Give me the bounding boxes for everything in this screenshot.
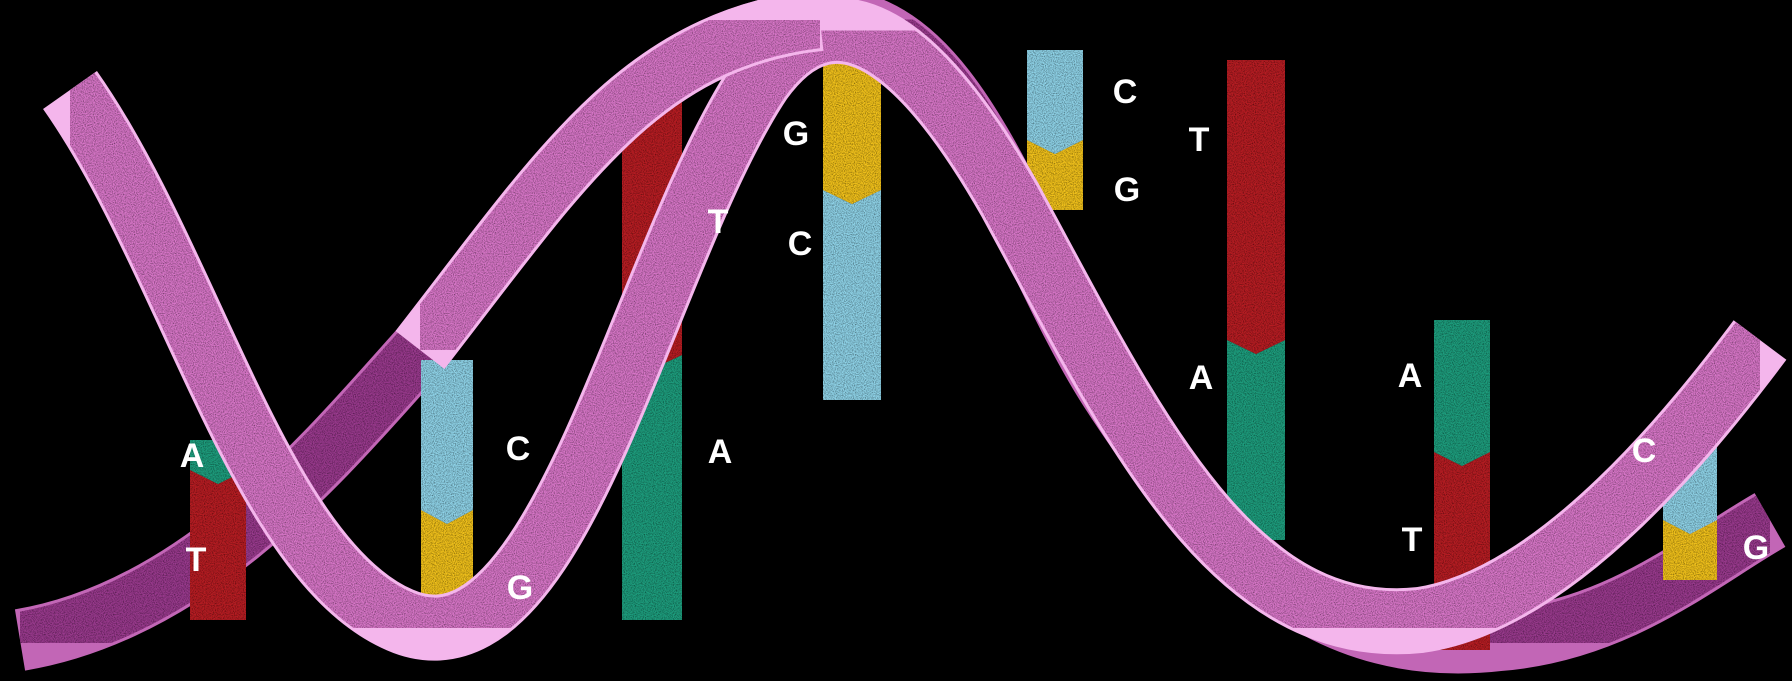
base-pair-rung xyxy=(823,40,881,400)
base-label: C xyxy=(506,430,531,468)
base-label: C xyxy=(788,225,813,263)
base-label: T xyxy=(708,203,729,241)
base-label: T xyxy=(1189,121,1210,159)
base-C xyxy=(1027,50,1083,154)
base-label: T xyxy=(1402,521,1423,559)
base-pair-rung xyxy=(421,360,473,620)
base-label: G xyxy=(1114,171,1140,209)
base-label: G xyxy=(507,569,533,607)
base-label: A xyxy=(1189,359,1214,397)
base-label: T xyxy=(186,541,207,579)
base-label: C xyxy=(1632,432,1657,470)
base-C xyxy=(823,190,881,400)
base-label: C xyxy=(1113,73,1138,111)
base-label: A xyxy=(1398,357,1423,395)
base-pair-rung xyxy=(1227,60,1285,540)
base-label: G xyxy=(1743,529,1769,567)
base-label: A xyxy=(180,437,205,475)
base-label: A xyxy=(708,433,733,471)
base-A xyxy=(1434,320,1490,466)
base-label: G xyxy=(783,115,809,153)
base-C xyxy=(421,360,473,524)
base-T xyxy=(1227,60,1285,354)
